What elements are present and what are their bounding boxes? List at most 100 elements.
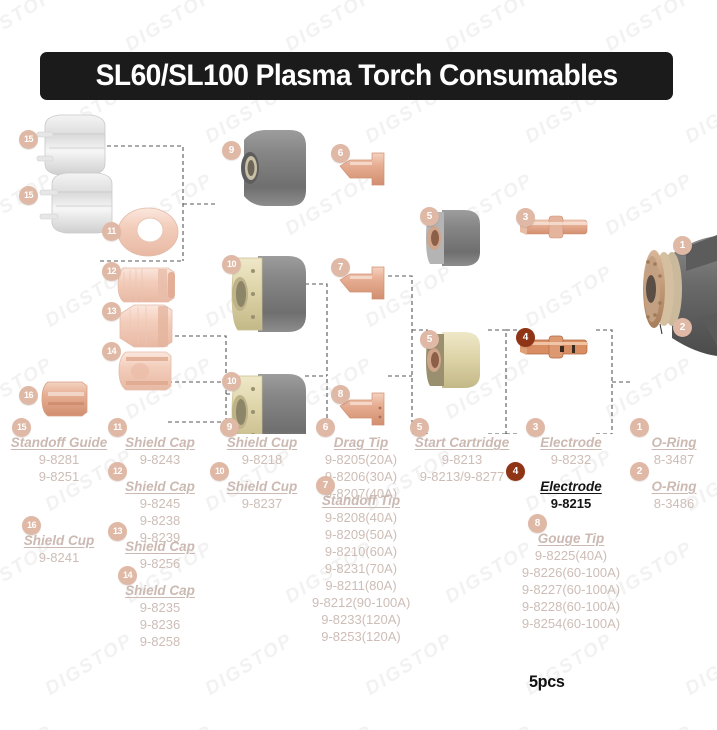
legend-part-number: 9-8251 <box>38 469 80 484</box>
legend-part-number: 9-8256 <box>139 556 181 571</box>
legend-part-name: O-Ring <box>651 479 697 494</box>
watermark-text: DIGSTOP <box>441 0 537 56</box>
watermark-text: DIGSTOP <box>602 721 698 730</box>
legend-part-number: 9-8235 <box>139 600 181 615</box>
legend-part-number: 9-8233(120A) <box>321 612 401 627</box>
legend-part-number: 9-8245 <box>139 496 181 511</box>
legend-part-name: O-Ring <box>651 435 697 450</box>
legend-badge-10: 10 <box>210 462 229 481</box>
legend-part-number: 9-8207(40A) <box>324 486 398 501</box>
legend-badge-16: 16 <box>22 516 41 535</box>
legend-part-number: 9-8218 <box>241 452 283 467</box>
legend-badge-13: 13 <box>108 522 127 541</box>
legend-badge-8: 8 <box>528 514 547 533</box>
legend-part-name: Shield Cup <box>226 479 298 494</box>
diagram-badge-5: 5 <box>420 207 439 226</box>
diagram-badge-8: 8 <box>331 385 350 404</box>
diagram-badge-13: 13 <box>102 302 121 321</box>
diagram-badge-15: 15 <box>19 186 38 205</box>
legend-badge-11: 11 <box>108 418 127 437</box>
legend-part-name: Shield Cup <box>23 533 95 548</box>
legend-part-number: 9-8212(90-100A) <box>312 595 411 610</box>
diagram-badge-10: 10 <box>222 372 241 391</box>
legend-part-number: 9-8254(60-100A) <box>521 616 621 631</box>
legend-part-name: Drag Tip <box>333 435 389 450</box>
diagram-badge-16: 16 <box>19 386 38 405</box>
diagram-badge-12: 12 <box>102 262 121 281</box>
legend-part-name: Start Cartridge <box>414 435 510 450</box>
diagram-badge-15: 15 <box>19 130 38 149</box>
legend-part-number: 9-8253(120A) <box>321 629 401 644</box>
diagram-badge-4: 4 <box>516 328 535 347</box>
watermark-text: DIGSTOP <box>122 721 218 730</box>
watermark-text: DIGSTOP <box>601 0 697 56</box>
legend-badge-6: 6 <box>316 418 335 437</box>
legend-part-number: 9-8241 <box>38 550 80 565</box>
legend-part-number: 9-8281 <box>38 452 80 467</box>
diagram-badge-1: 1 <box>673 236 692 255</box>
legend-part-number: 9-8205(20A) <box>324 452 398 467</box>
diagram-badge-14: 14 <box>102 342 121 361</box>
diagram-badge-3: 3 <box>516 208 535 227</box>
legend-part-number: 9-8206(30A) <box>324 469 398 484</box>
legend-badge-1: 1 <box>630 418 649 437</box>
legend-part-number: 9-8227(60-100A) <box>521 582 621 597</box>
watermark-text: DIGSTOP <box>282 721 378 730</box>
legend-part-name: Shield Cap <box>125 539 195 554</box>
diagram-badge-9: 9 <box>222 141 241 160</box>
legend-badge-7: 7 <box>316 476 335 495</box>
legend-part-number: 9-8238 <box>139 513 181 528</box>
legend-part-number: 9-8225(40A) <box>534 548 608 563</box>
diagram-badge-5: 5 <box>420 330 439 349</box>
legend-badge-3: 3 <box>526 418 545 437</box>
watermark-text: DIGSTOP <box>0 721 57 730</box>
legend-badge-4: 4 <box>506 462 525 481</box>
diagram-badge-10: 10 <box>222 255 241 274</box>
legend-part-number: 9-8226(60-100A) <box>521 565 621 580</box>
legend-part-number: 9-8228(60-100A) <box>521 599 621 614</box>
diagram-badge-7: 7 <box>331 258 350 277</box>
watermark-text: DIGSTOP <box>0 0 57 56</box>
legend-badge-2: 2 <box>630 462 649 481</box>
watermark-text: DIGSTOP <box>121 0 217 56</box>
diagram-badge-6: 6 <box>331 144 350 163</box>
legend-part-number: 9-8232 <box>550 452 592 467</box>
legend-part-name: Shield Cup <box>226 435 298 450</box>
legend-part-number: 8-3487 <box>653 452 695 467</box>
legend-part-number: 9-8213 <box>441 452 483 467</box>
legend-part-name: Electrode <box>540 479 602 494</box>
legend-part-name: Shield Cap <box>125 583 195 598</box>
watermark-text: DIGSTOP <box>281 0 377 56</box>
legend-part-name: Gouge Tip <box>537 531 605 546</box>
legend-badge-15: 15 <box>12 418 31 437</box>
legend-part-number: 9-8237 <box>241 496 283 511</box>
legend-badge-12: 12 <box>108 462 127 481</box>
legend-part-name: Shield Cap <box>125 435 195 450</box>
legend-part-number: 9-8213/9-8277 <box>419 469 505 484</box>
legend-part-number: 9-8210(60A) <box>324 544 398 559</box>
legend-part-number: 9-8215 <box>550 496 592 511</box>
legend-part-name: Electrode <box>540 435 602 450</box>
title-banner: SL60/SL100 Plasma Torch Consumables <box>40 52 673 100</box>
legend-badge-5: 5 <box>410 418 429 437</box>
legend-part-number: 9-8258 <box>139 634 181 649</box>
diagram-badge-2: 2 <box>673 318 692 337</box>
page-title: SL60/SL100 Plasma Torch Consumables <box>95 59 618 92</box>
legend-part-number: 9-8208(40A) <box>324 510 398 525</box>
